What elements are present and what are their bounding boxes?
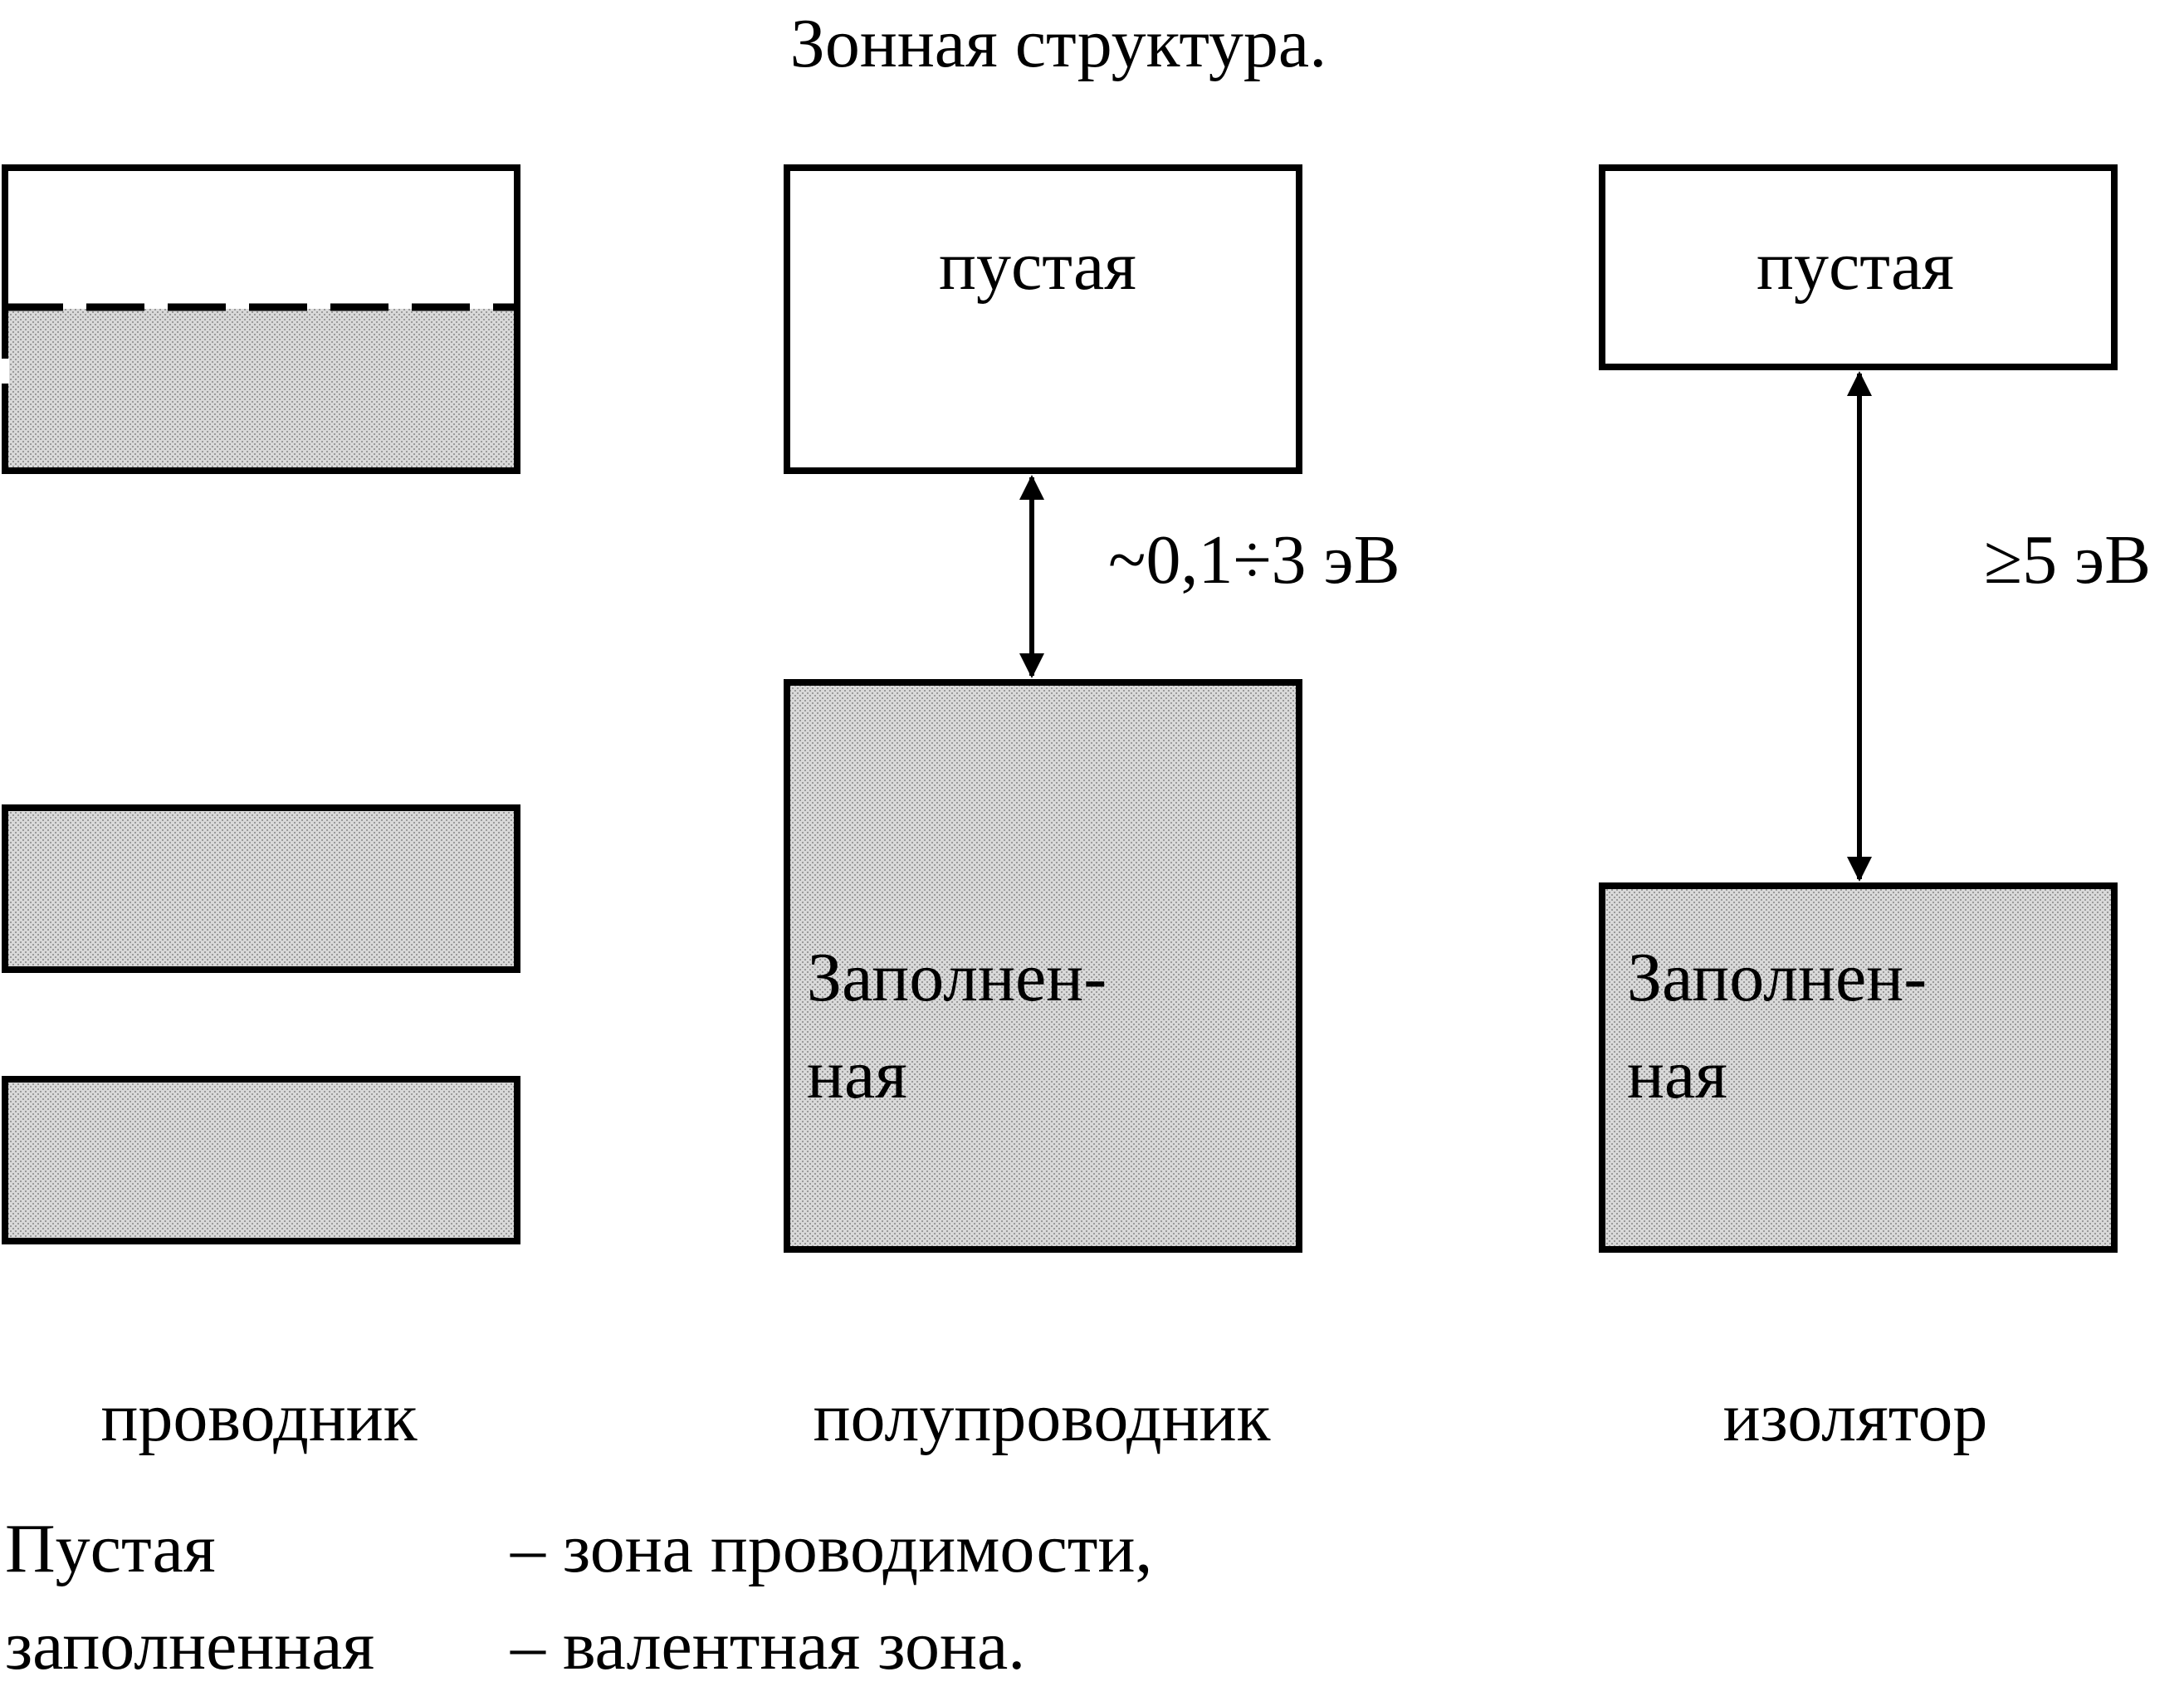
semiconductor-column: пустая Заполнен- ная ~0,1÷3 эВ полупрово…	[784, 164, 1400, 1456]
legend-definition-1: – зона проводимости,	[510, 1510, 1152, 1587]
insulator-gap-label: ≥5 эВ	[1984, 521, 2151, 599]
semiconductor-filled-band-label-line1: Заполнен-	[807, 939, 1107, 1016]
insulator-empty-band-label: пустая	[1756, 227, 1954, 305]
semiconductor-filled-band-label-line2: ная	[807, 1036, 907, 1113]
insulator-empty-band	[1599, 164, 2118, 370]
conductor-filled-band-2	[2, 1076, 520, 1244]
semiconductor-empty-band	[784, 164, 1302, 474]
diagram-title: Зонная структура.	[790, 5, 1327, 82]
legend-term-2: заполненная	[5, 1607, 374, 1684]
insulator-filled-band-label-line2: ная	[1627, 1036, 1727, 1113]
semiconductor-empty-band-label: пустая	[939, 227, 1136, 305]
conductor-partially-filled-region	[5, 309, 517, 471]
conductor-filled-band-1	[2, 804, 520, 973]
insulator-label: изолятор	[1723, 1379, 1988, 1456]
insulator-filled-band	[1599, 882, 2118, 1253]
conductor-column: проводник	[1, 164, 520, 1456]
semiconductor-label: полупроводник	[814, 1379, 1271, 1456]
legend: Пустая – зона проводимости, заполненная …	[5, 1510, 1152, 1684]
insulator-filled-band-label-line1: Заполнен-	[1627, 939, 1927, 1016]
semiconductor-gap-label: ~0,1÷3 эВ	[1108, 521, 1400, 599]
conductor-label: проводник	[100, 1379, 417, 1456]
legend-definition-2: – валентная зона.	[510, 1607, 1025, 1684]
legend-term-1: Пустая	[5, 1510, 216, 1587]
conductor-upper-band	[2, 164, 520, 474]
insulator-column: пустая Заполнен- ная ≥5 эВ изолятор	[1599, 164, 2151, 1456]
semiconductor-filled-band	[784, 679, 1302, 1253]
